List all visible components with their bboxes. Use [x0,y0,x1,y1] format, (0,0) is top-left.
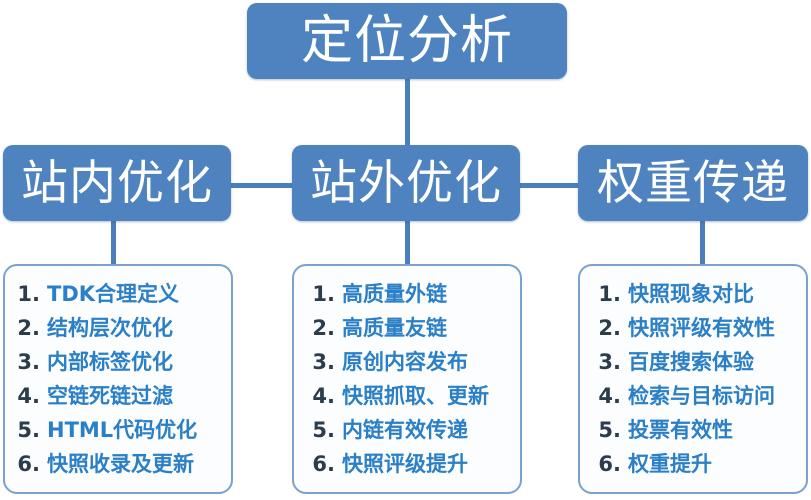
list-item-label: 权重提升 [628,452,712,476]
list-item-number: 1. [598,282,621,306]
list-onsite: 1. TDK合理定义 2. 结构层次优化 3. 内部标签优化 4. 空链死链过滤… [13,278,225,482]
list-item-label: 高质量外链 [342,282,447,306]
list-item-label: 快照评级提升 [342,452,468,476]
list-item-label: 快照现象对比 [628,282,754,306]
list-item: 4. 检索与目标访问 [594,380,800,414]
list-item: 5. 内链有效传递 [308,414,514,448]
root-node-label: 定位分析 [300,11,513,71]
branch-node-weight-label: 权重传递 [597,155,789,211]
list-item: 2. 高质量友链 [308,312,514,346]
branch-node-weight[interactable]: 权重传递 [578,145,808,221]
list-item-label: 快照评级有效性 [628,316,775,340]
list-item-label: 空链死链过滤 [47,384,173,408]
list-item-number: 1. [17,282,40,306]
branch-node-onsite[interactable]: 站内优化 [3,145,231,221]
list-item: 5. HTML代码优化 [13,414,225,448]
connector-offsite-to-panel [405,219,410,267]
list-item: 2. 快照评级有效性 [594,312,800,346]
list-item-label: TDK合理定义 [47,282,180,306]
list-item: 3. 内部标签优化 [13,346,225,380]
branch-node-offsite-label: 站外优化 [310,155,502,211]
list-item-number: 6. [312,452,335,476]
list-item: 5. 投票有效性 [594,414,800,448]
list-item-number: 2. [17,316,40,340]
list-item: 3. 原创内容发布 [308,346,514,380]
list-weight: 1. 快照现象对比 2. 快照评级有效性 3. 百度搜索体验 4. 检索与目标访… [594,278,800,482]
list-item: 1. TDK合理定义 [13,278,225,312]
list-item-number: 3. [598,350,621,374]
list-item-number: 4. [312,384,335,408]
list-item-number: 2. [598,316,621,340]
list-item-label: 投票有效性 [628,418,733,442]
list-item-number: 3. [312,350,335,374]
list-item: 6. 权重提升 [594,448,800,482]
list-panel-onsite: 1. TDK合理定义 2. 结构层次优化 3. 内部标签优化 4. 空链死链过滤… [3,264,233,494]
list-item-label: 原创内容发布 [342,350,468,374]
list-item: 4. 快照抓取、更新 [308,380,514,414]
list-item: 1. 快照现象对比 [594,278,800,312]
list-item-label: 内部标签优化 [47,350,173,374]
list-item-label: 百度搜索体验 [628,350,754,374]
list-item-label: 结构层次优化 [47,316,173,340]
list-item-number: 5. [17,418,40,442]
list-item: 6. 快照评级提升 [308,448,514,482]
list-offsite: 1. 高质量外链 2. 高质量友链 3. 原创内容发布 4. 快照抓取、更新 5… [308,278,514,482]
list-item: 1. 高质量外链 [308,278,514,312]
list-item: 6. 快照收录及更新 [13,448,225,482]
list-item: 3. 百度搜索体验 [594,346,800,380]
list-item-label: 内链有效传递 [342,418,468,442]
list-item-number: 6. [17,452,40,476]
list-item-label: 快照收录及更新 [47,452,194,476]
connector-weight-to-panel [700,219,705,267]
list-item-number: 4. [17,384,40,408]
connector-onsite-to-panel [111,219,116,267]
list-item-label: 快照抓取、更新 [342,384,489,408]
list-item-number: 5. [598,418,621,442]
list-item: 4. 空链死链过滤 [13,380,225,414]
list-item-number: 2. [312,316,335,340]
list-item-label: 检索与目标访问 [628,384,775,408]
connector-offsite-to-weight [517,183,581,188]
list-item-number: 6. [598,452,621,476]
list-item: 2. 结构层次优化 [13,312,225,346]
list-panel-weight: 1. 快照现象对比 2. 快照评级有效性 3. 百度搜索体验 4. 检索与目标访… [578,264,808,494]
connector-root-to-offsite [405,78,410,148]
list-item-number: 1. [312,282,335,306]
branch-node-offsite[interactable]: 站外优化 [292,145,520,221]
list-item-number: 5. [312,418,335,442]
branch-node-onsite-label: 站内优化 [21,155,213,211]
list-item-label: HTML代码优化 [47,418,198,442]
root-node[interactable]: 定位分析 [247,3,567,79]
connector-onsite-to-offsite [228,183,296,188]
list-panel-offsite: 1. 高质量外链 2. 高质量友链 3. 原创内容发布 4. 快照抓取、更新 5… [292,264,522,494]
list-item-label: 高质量友链 [342,316,447,340]
list-item-number: 4. [598,384,621,408]
list-item-number: 3. [17,350,40,374]
